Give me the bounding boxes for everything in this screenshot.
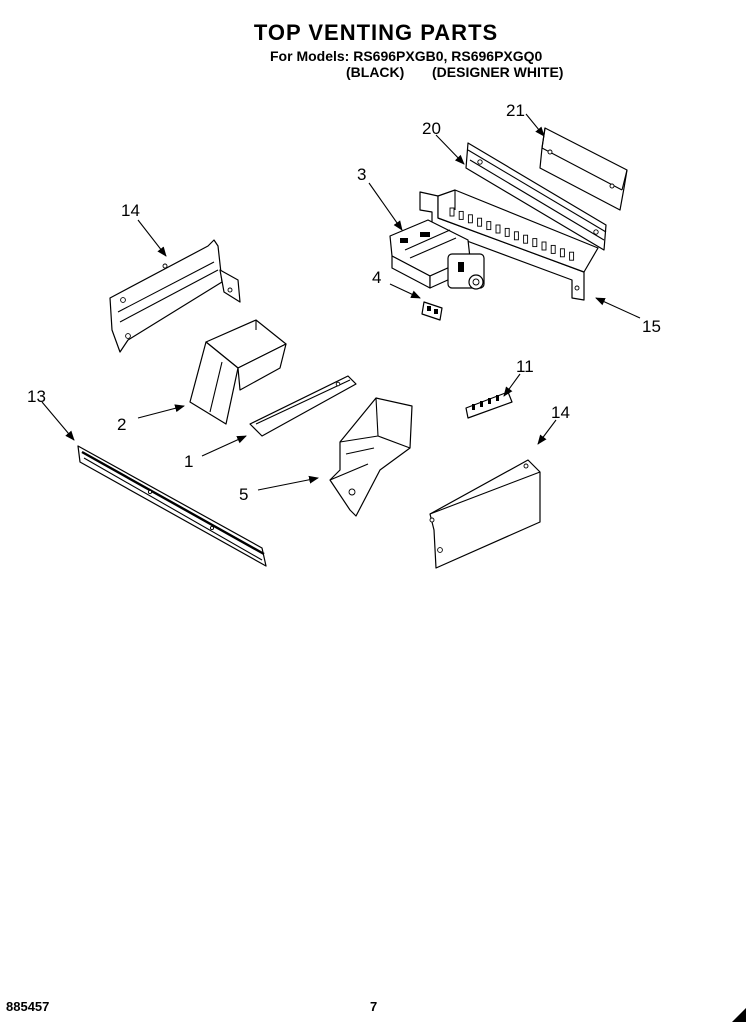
callout-21: 21 bbox=[506, 101, 525, 120]
variant-white-label: (DESIGNER WHITE) bbox=[432, 64, 564, 80]
part-3-motor-assembly bbox=[389, 219, 485, 290]
part-13-rail bbox=[77, 445, 267, 567]
part-1-strip bbox=[249, 375, 357, 437]
part-4-connector bbox=[421, 301, 443, 321]
vent-slot bbox=[513, 231, 519, 241]
callout-13: 13 bbox=[27, 387, 46, 406]
vent-slot bbox=[569, 251, 575, 261]
vent-slot bbox=[541, 241, 547, 251]
vent-slot bbox=[559, 248, 565, 258]
callout-15: 15 bbox=[642, 317, 661, 336]
callout-14-upper: 14 bbox=[121, 201, 140, 220]
part-20-bracket bbox=[465, 142, 607, 251]
callout-1: 1 bbox=[184, 452, 193, 471]
vent-slot bbox=[449, 207, 455, 217]
callout-20: 20 bbox=[422, 119, 441, 138]
callout-4: 4 bbox=[372, 268, 381, 287]
part-11-terminal-strip bbox=[465, 391, 513, 419]
page-number: 7 bbox=[370, 999, 378, 1014]
callout-14-lower: 14 bbox=[551, 403, 570, 422]
page-title: TOP VENTING PARTS bbox=[253, 20, 499, 45]
callout-3: 3 bbox=[357, 165, 366, 184]
callout-leaders bbox=[41, 113, 641, 491]
callout-5: 5 bbox=[239, 485, 248, 504]
vent-slot bbox=[467, 214, 473, 224]
corner-triangle-mark bbox=[732, 1008, 746, 1022]
vent-slot bbox=[523, 234, 529, 244]
vent-slot bbox=[458, 210, 464, 220]
callout-labels: 20 21 3 14 4 15 13 2 11 14 1 5 bbox=[27, 101, 661, 504]
part-14-panel-lower bbox=[429, 459, 541, 569]
vent-slot bbox=[495, 224, 501, 234]
part-14-panel-upper bbox=[109, 239, 241, 353]
callout-11: 11 bbox=[516, 357, 534, 376]
drawing-code: 885457 bbox=[6, 999, 50, 1014]
part-2-air-duct bbox=[189, 319, 287, 425]
part-15-vent-channel bbox=[419, 189, 599, 301]
part-5-duct-bracket bbox=[329, 397, 413, 517]
vent-slot bbox=[486, 221, 492, 231]
models-line: For Models: RS696PXGB0, RS696PXGQ0 bbox=[270, 48, 543, 64]
variant-black-label: (BLACK) bbox=[346, 64, 405, 80]
vent-slot bbox=[477, 217, 483, 227]
vent-slot bbox=[550, 244, 556, 254]
vent-slot bbox=[532, 238, 538, 248]
callout-2: 2 bbox=[117, 415, 126, 434]
vent-slot bbox=[504, 227, 510, 237]
